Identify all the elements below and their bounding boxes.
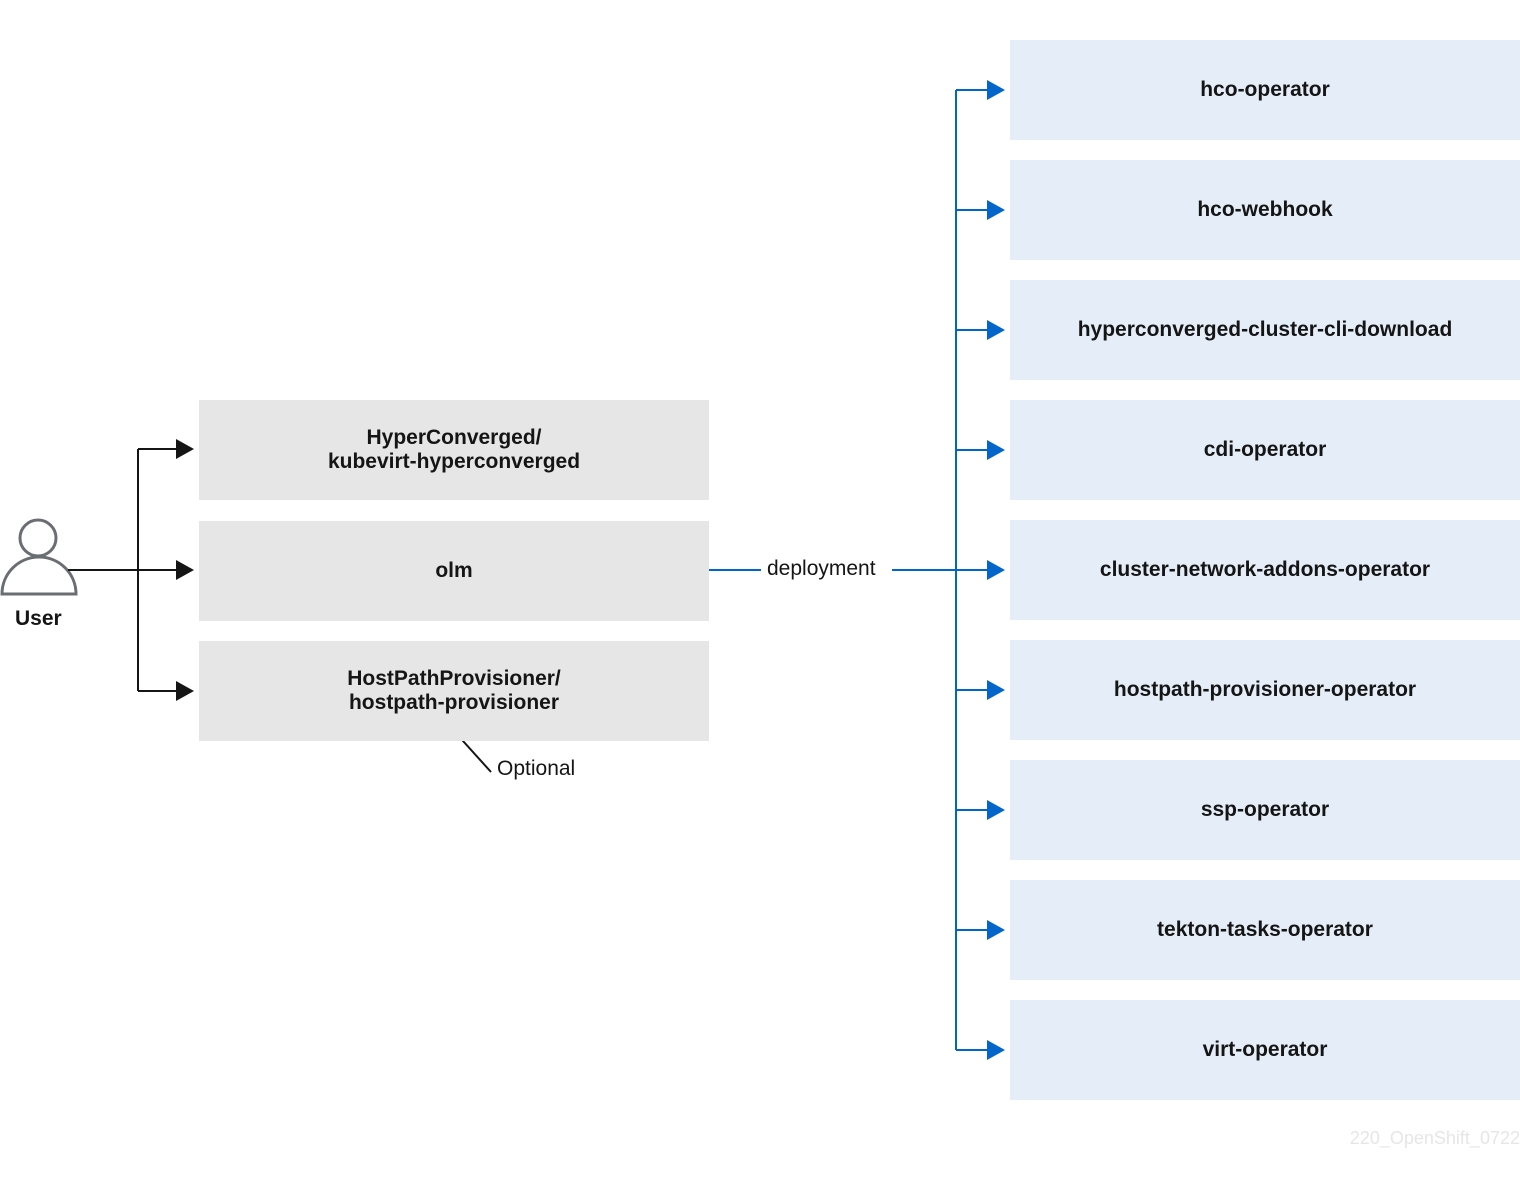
deployment-arrowheads (987, 80, 1005, 1060)
node-olm: olm (199, 521, 709, 621)
node-hyperconverged-line2: kubevirt-hyperconverged (327, 450, 581, 473)
node-cluster-network-addons-operator: cluster-network-addons-operator (1010, 520, 1520, 620)
node-label: tekton-tasks-operator (1157, 918, 1373, 941)
node-hco-webhook: hco-webhook (1010, 160, 1520, 260)
user-label: User (15, 607, 62, 630)
optional-label: Optional (497, 757, 576, 780)
node-olm-label: olm (435, 559, 473, 582)
node-label: hco-webhook (1197, 198, 1333, 221)
node-hostpathprovisioner-line1: HostPathProvisioner/ (347, 667, 561, 690)
deployment-connectors (709, 89, 988, 1051)
node-label: hyperconverged-cluster-cli-download (1077, 318, 1453, 341)
node-hyperconverged-cluster-cli-download: hyperconverged-cluster-cli-download (1010, 280, 1520, 380)
node-ssp-operator: ssp-operator (1010, 760, 1520, 860)
user-arrowheads (176, 439, 194, 701)
node-virt-operator: virt-operator (1010, 1000, 1520, 1100)
node-hostpathprovisioner-line2: hostpath-provisioner (348, 691, 559, 714)
node-hostpathprovisioner: HostPathProvisioner/ hostpath-provisione… (199, 641, 709, 741)
node-hyperconverged-line1: HyperConverged/ (366, 426, 542, 449)
node-tekton-tasks-operator: tekton-tasks-operator (1010, 880, 1520, 980)
user-icon (0, 518, 78, 596)
user-connectors (68, 448, 178, 692)
node-hyperconverged: HyperConverged/ kubevirt-hyperconverged (199, 400, 709, 500)
figure-code: 220_OpenShift_0722 (1349, 1128, 1520, 1148)
node-label: hostpath-provisioner-operator (1113, 678, 1417, 701)
node-label: ssp-operator (1200, 798, 1330, 821)
node-label: cluster-network-addons-operator (1099, 558, 1431, 581)
node-cdi-operator: cdi-operator (1010, 400, 1520, 500)
node-hostpath-provisioner-operator: hostpath-provisioner-operator (1010, 640, 1520, 740)
deployment-edge-label: deployment (767, 557, 876, 580)
node-label: cdi-operator (1203, 438, 1327, 461)
node-label: hco-operator (1200, 78, 1330, 101)
node-hco-operator: hco-operator (1010, 40, 1520, 140)
node-label: virt-operator (1202, 1038, 1328, 1061)
